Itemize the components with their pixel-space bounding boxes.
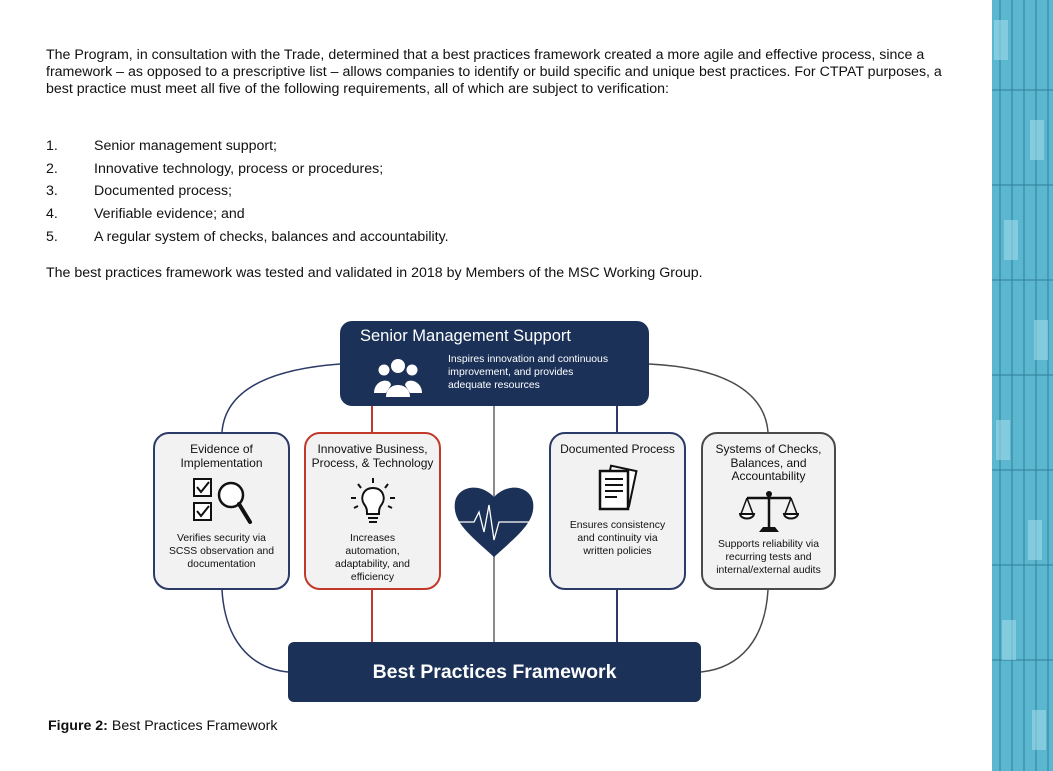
list-item: 3. Documented process; (46, 183, 449, 206)
list-number: 5. (46, 228, 58, 245)
outer-connector-left (221, 363, 341, 433)
box-description: Inspires innovation and continuous impro… (448, 354, 609, 392)
list-item: 5. A regular system of checks, balances a… (46, 229, 449, 252)
list-text: Innovative technology, process or proced… (94, 160, 384, 177)
box-title: Innovative Business, Process, & Technolo… (311, 442, 434, 470)
box-description: Supports reliability via recurring tests… (716, 538, 821, 576)
checks-box: Systems of Checks, Balances, and Account… (701, 432, 836, 590)
list-text: Documented process; (94, 183, 233, 200)
box-title: Systems of Checks, Balances, and Account… (715, 442, 822, 483)
box-description: Ensures consistency and continuity via w… (569, 519, 666, 557)
validation-paragraph: The best practices framework was tested … (46, 265, 703, 281)
figure-caption: Figure 2: Best Practices Framework (48, 718, 277, 734)
list-item: 2. Innovative technology, process or proc… (46, 161, 449, 184)
best-practices-framework-box: Best Practices Framework (288, 642, 701, 702)
outer-connector-bottom-left (221, 589, 289, 673)
list-text: Senior management support; (94, 138, 277, 154)
heart-pulse-icon (454, 487, 534, 557)
lightbulb-icon (350, 478, 395, 523)
box-description: Verifies security via SCSS observation a… (168, 533, 275, 570)
box-title: Evidence of Implementation (180, 442, 263, 470)
outer-connector-right (648, 363, 769, 433)
caption-text: Best Practices Framework (111, 718, 278, 734)
requirements-list: 1. Senior management support; 2. Innovativ… (46, 138, 449, 251)
senior-management-box: Senior Management Support Inspires innov… (340, 321, 649, 406)
people-group-icon (374, 359, 422, 397)
documented-box: Documented Process Ensures consistency a… (549, 432, 686, 590)
box-description: Increases automation, adaptability, and … (335, 533, 410, 583)
list-item: 1. Senior management support; (46, 138, 449, 161)
list-number: 3. (46, 183, 58, 200)
list-number: 4. (46, 206, 58, 223)
list-number: 2. (46, 160, 58, 177)
checklist-magnifier-icon (192, 478, 252, 524)
documents-icon (598, 464, 638, 510)
scales-icon (738, 490, 799, 532)
box-title: Best Practices Framework (372, 661, 617, 683)
list-item: 4. Verifiable evidence; and (46, 206, 449, 229)
box-title: Documented Process (560, 442, 675, 456)
box-title: Senior Management Support (360, 327, 571, 345)
list-text: Verifiable evidence; and (94, 206, 245, 223)
list-text: A regular system of checks, balances and… (94, 228, 449, 245)
evidence-box: Evidence of Implementation Verifies secu… (153, 432, 290, 590)
caption-label: Figure 2: (48, 718, 108, 734)
outer-connector-bottom-right (700, 589, 769, 673)
decorative-container-strip (992, 0, 1053, 771)
list-number: 1. (46, 138, 58, 154)
intro-paragraph: The Program, in consultation with the Tr… (46, 47, 942, 97)
innovative-box: Innovative Business, Process, & Technolo… (304, 432, 441, 590)
